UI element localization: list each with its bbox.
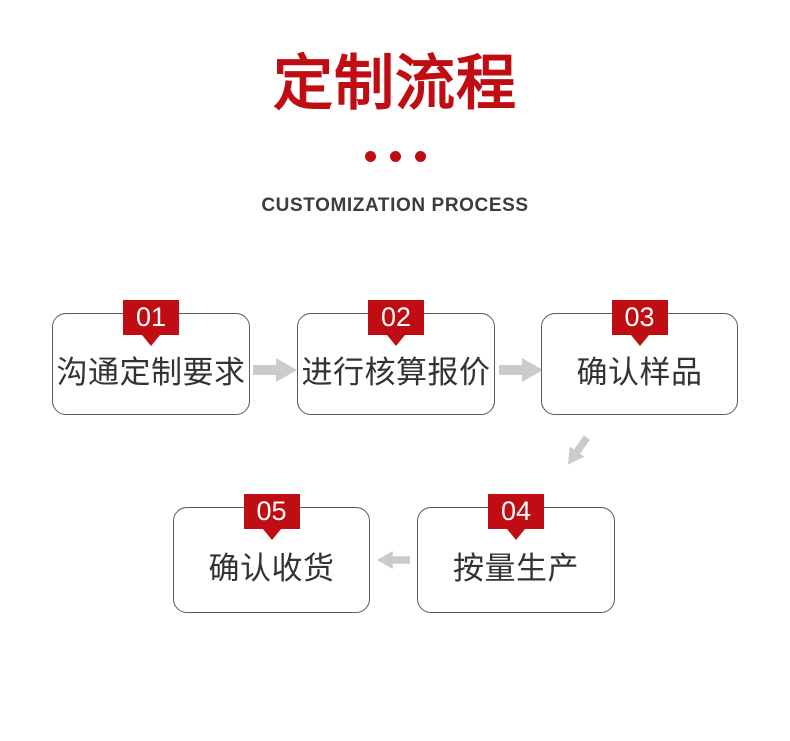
step-label-3: 确认样品 (576, 354, 703, 390)
dot-icon (364, 151, 376, 162)
step-card-5: 05 确认收货 (173, 494, 370, 613)
step-label-5: 确认收货 (208, 550, 335, 586)
step-number: 03 (624, 302, 655, 332)
step-number-badge-3: 03 (611, 300, 668, 335)
step-card-3: 03 确认样品 (541, 300, 738, 415)
step-card-1: 01 沟通定制要求 (52, 300, 250, 415)
arrow-down-left-icon (560, 432, 595, 471)
arrow-right-icon (499, 357, 543, 383)
step-number-badge-5: 05 (243, 494, 300, 529)
page-title: 定制流程 (273, 50, 517, 117)
step-label-2: 进行核算报价 (301, 354, 491, 390)
step-number: 04 (500, 496, 532, 526)
title-dots-divider (0, 151, 790, 162)
dot-icon (414, 151, 426, 162)
step-number: 02 (380, 302, 412, 332)
arrow-left-icon (377, 548, 410, 572)
step-number: 01 (135, 302, 167, 332)
step-label-4: 按量生产 (453, 550, 579, 586)
page-subtitle: CUSTOMIZATION PROCESS (261, 195, 529, 216)
step-card-2: 02 进行核算报价 (297, 300, 495, 415)
dot-icon (389, 151, 401, 162)
step-number-badge-1: 01 (123, 300, 179, 335)
step-card-4: 04 按量生产 (417, 494, 615, 613)
step-number-badge-2: 02 (368, 300, 424, 335)
arrow-right-icon (253, 357, 297, 383)
step-label-1: 沟通定制要求 (56, 354, 246, 390)
step-number-badge-4: 04 (488, 494, 544, 529)
step-number: 05 (256, 496, 287, 526)
